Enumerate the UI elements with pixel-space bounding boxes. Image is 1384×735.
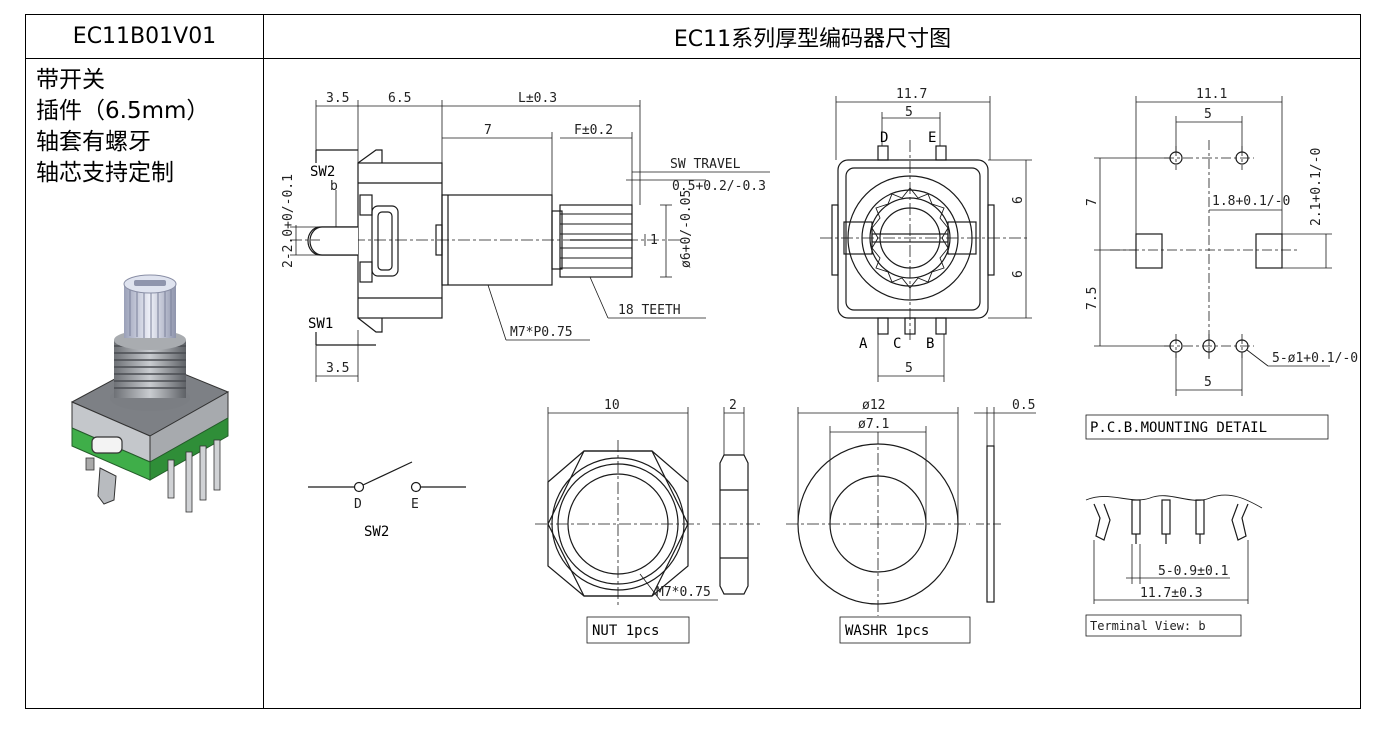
pin-e-label: E xyxy=(928,130,936,146)
feature-item: 轴芯支持定制 xyxy=(36,160,174,186)
dim-2-2: 2-2.0+0/-0.1 xyxy=(281,174,296,268)
drawing-sheet: EC11B01V01 EC11系列厚型编码器尺寸图 带开关 插件（6.5mm） … xyxy=(25,14,1361,709)
dim-11-1: 11.1 xyxy=(1196,87,1227,102)
front-view-labels: 11.7 5 D E 6 6 A C B 5 xyxy=(859,87,1026,376)
pcb-layout xyxy=(1085,96,1332,440)
dim-phi12: ø12 xyxy=(862,398,885,413)
dim-phi6: ø6+0/-0.05 xyxy=(679,190,694,268)
dim-l: L±0.3 xyxy=(518,91,557,106)
switch-pin-e: E xyxy=(411,497,419,512)
dim-7-5: 7.5 xyxy=(1085,287,1100,310)
feature-item: 带开关 xyxy=(36,67,105,93)
pin-d-label: D xyxy=(880,130,888,146)
pin-a-label: A xyxy=(859,336,868,352)
dim-f: F±0.2 xyxy=(574,123,613,138)
pin-c-label: C xyxy=(893,336,901,352)
dim-0-5: 0.5 xyxy=(1012,398,1035,413)
nut-caption: NUT 1pcs xyxy=(592,623,659,639)
terminal-view xyxy=(1085,494,1263,637)
side-view-labels: 3.5 6.5 L±0.3 7 F±0.2 SW TRAVEL 0.5+0.2/… xyxy=(281,91,766,376)
nut-drawing xyxy=(535,407,760,644)
dim-5-top: 5 xyxy=(905,105,913,120)
drawing-title: EC11系列厚型编码器尺寸图 xyxy=(673,26,952,52)
switch-pin-d: D xyxy=(354,497,362,512)
switch-symbol xyxy=(308,461,466,493)
dim-phi7-1: ø7.1 xyxy=(858,417,889,432)
holes-label: 5-ø1+0.1/-0 xyxy=(1272,351,1358,366)
dim-5-bottom: 5 xyxy=(1204,375,1212,390)
dim-1-8: 1.8+0.1/-0 xyxy=(1212,194,1290,209)
terminal-labels: 5-0.9±0.1 11.7±0.3 Terminal View: b xyxy=(1090,564,1228,633)
dim-7: 7 xyxy=(1085,198,1100,206)
dim-6-lower: 6 xyxy=(1011,270,1026,278)
dim-3-5-bottom: 3.5 xyxy=(326,361,349,376)
feature-item: 轴套有螺牙 xyxy=(36,129,151,155)
dim-6-upper: 6 xyxy=(1011,196,1026,204)
dim-6-5: 6.5 xyxy=(388,91,411,106)
dim-3-5-top: 3.5 xyxy=(326,91,349,106)
front-view xyxy=(820,96,1032,382)
encoder-photo xyxy=(70,274,230,513)
dim-10: 10 xyxy=(604,398,620,413)
dim-7: 7 xyxy=(484,123,492,138)
teeth-label: 18 TEETH xyxy=(618,303,681,318)
sw2-label: SW2 xyxy=(310,164,335,180)
feature-list: 带开关 插件（6.5mm） 轴套有螺牙 轴芯支持定制 xyxy=(36,65,209,189)
sw-travel-label: SW TRAVEL xyxy=(670,157,741,172)
terminal-b-label: b xyxy=(330,179,338,194)
feature-item: 插件（6.5mm） xyxy=(36,98,210,124)
dim-5-bottom: 5 xyxy=(905,361,913,376)
dim-2: 2 xyxy=(729,398,737,413)
switch-label: SW2 xyxy=(364,524,389,540)
sw-travel-tolerance: 0.5+0.2/-0.3 xyxy=(672,179,766,194)
side-view xyxy=(290,100,770,382)
terminal-caption: Terminal View: b xyxy=(1090,619,1206,633)
pin-b-label: B xyxy=(926,336,934,352)
nut-thread-label: M7*0.75 xyxy=(656,585,711,600)
dim-2-1: 2.1+0.1/-0 xyxy=(1309,148,1324,226)
washer-drawing xyxy=(786,407,1036,644)
nut-labels: 10 2 M7*0.75 NUT 1pcs xyxy=(592,398,737,639)
model-number: EC11B01V01 xyxy=(72,24,217,49)
thread-label: M7*P0.75 xyxy=(510,325,573,340)
header-divider xyxy=(26,58,1360,59)
dim-1: 1 xyxy=(650,233,658,248)
sw1-label: SW1 xyxy=(308,316,333,332)
dim-terminal-span: 11.7±0.3 xyxy=(1140,586,1203,601)
switch-labels: D E SW2 xyxy=(354,497,419,540)
pcb-labels: 11.1 5 7 1.8+0.1/-0 2.1+0.1/-0 7.5 5-ø1+… xyxy=(1085,87,1358,436)
washer-caption: WASHR 1pcs xyxy=(845,623,929,639)
dim-11-7: 11.7 xyxy=(896,87,927,102)
pcb-caption: P.C.B.MOUNTING DETAIL xyxy=(1090,420,1267,436)
washer-labels: ø12 ø7.1 0.5 WASHR 1pcs xyxy=(845,398,1035,639)
dim-5-top: 5 xyxy=(1204,107,1212,122)
column-divider xyxy=(263,15,264,708)
dim-pin-width: 5-0.9±0.1 xyxy=(1158,564,1228,579)
